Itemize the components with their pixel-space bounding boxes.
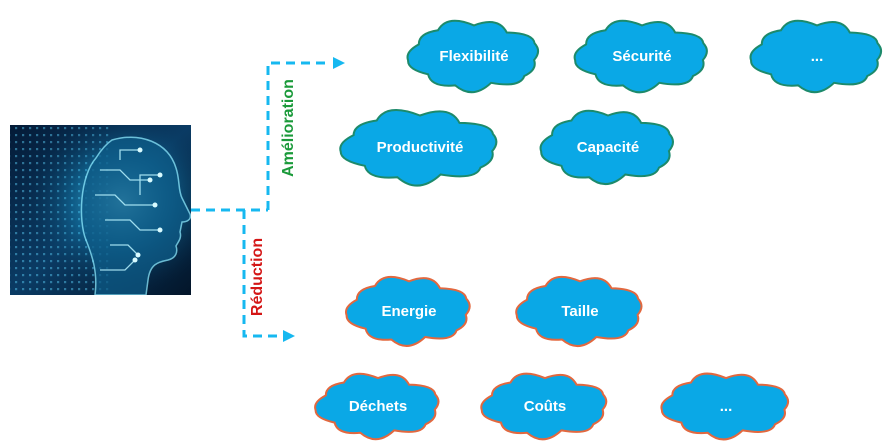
cloud-label-more-reduction: ... <box>720 398 733 415</box>
cloud-label-capacite: Capacité <box>577 139 640 156</box>
cloud-taille: Taille <box>515 275 643 347</box>
cloud-productivite: Productivité <box>339 109 498 187</box>
cloud-label-energie: Energie <box>381 303 436 320</box>
cloud-flexibilite: Flexibilité <box>406 19 540 94</box>
cloud-energie: Energie <box>345 275 471 347</box>
cloud-capacite-shape <box>539 109 674 186</box>
connector-lines <box>191 57 345 342</box>
cloud-label-productivite: Productivité <box>377 139 464 156</box>
cloud-label-taille: Taille <box>561 303 598 320</box>
connector-improvement <box>266 61 330 210</box>
cloud-more-improvement: ... <box>749 19 883 94</box>
cloud-dechets-shape <box>314 372 440 441</box>
cloud-more-reduction: ... <box>660 372 790 441</box>
cloud-productivite-shape <box>339 109 498 187</box>
cloud-label-more-improvement: ... <box>811 48 824 65</box>
reduction-label: Réduction <box>249 238 266 316</box>
improvement-clouds: Flexibilité Sécurité ... Productivité Ca… <box>339 19 883 187</box>
arrowhead-improvement <box>333 57 345 69</box>
cloud-label-flexibilite: Flexibilité <box>439 48 508 65</box>
cloud-capacite: Capacité <box>539 109 674 186</box>
cloud-securite-shape <box>573 19 708 94</box>
cloud-dechets: Déchets <box>314 372 440 441</box>
cloud-more-improvement-shape <box>749 19 883 94</box>
cloud-securite: Sécurité <box>573 19 708 94</box>
cloud-energie-shape <box>345 275 471 347</box>
cloud-more-reduction-shape <box>660 372 790 441</box>
arrowhead-reduction <box>283 330 295 342</box>
cloud-label-dechets: Déchets <box>349 398 407 415</box>
connector-reduction <box>242 210 280 338</box>
cloud-couts-shape <box>480 372 608 441</box>
cloud-label-securite: Sécurité <box>612 48 671 65</box>
cloud-flexibilite-shape <box>406 19 540 94</box>
cloud-couts: Coûts <box>480 372 608 441</box>
cloud-label-couts: Coûts <box>524 398 567 415</box>
reduction-clouds: Energie Taille Déchets Coûts ... <box>314 275 790 441</box>
ai-head-circuit-icon <box>10 125 191 295</box>
improvement-label: Amélioration <box>280 79 297 177</box>
cloud-taille-shape <box>515 275 643 347</box>
